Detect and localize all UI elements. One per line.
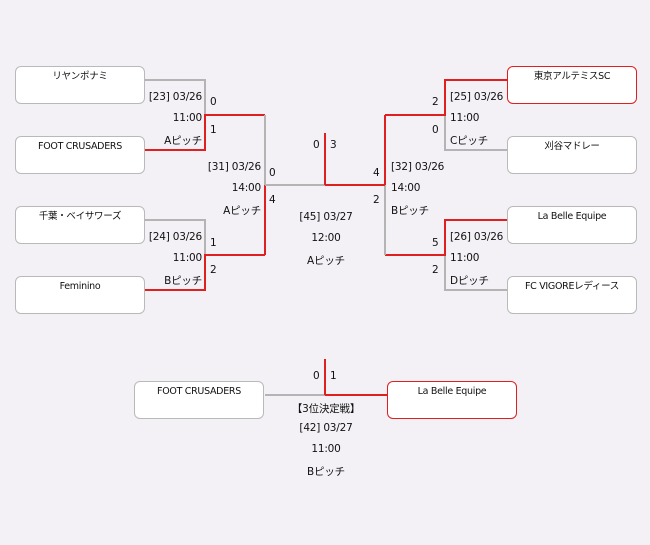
score: 2 xyxy=(432,96,439,108)
score: 2 xyxy=(432,264,439,276)
match-time: 11:00 xyxy=(311,443,341,455)
match-time: 11:00 xyxy=(450,112,480,124)
match-id: [42] 03/27 xyxy=(299,422,353,434)
match-time: 14:00 xyxy=(231,182,261,194)
team-box-third-left: FOOT CRUSADERS xyxy=(134,381,264,419)
match-pitch: Bピッチ xyxy=(164,275,202,287)
team-name: 東京アルテミスSC xyxy=(533,71,611,82)
match-time: 11:00 xyxy=(172,112,202,124)
team-box-tokyo-artemis: 東京アルテミスSC xyxy=(507,66,637,104)
match-pitch: Bピッチ xyxy=(307,466,345,478)
score: 0 xyxy=(269,167,276,179)
score: 0 xyxy=(210,96,217,108)
match-pitch: Dピッチ xyxy=(450,275,489,287)
team-box-third-right: La Belle Equipe xyxy=(387,381,517,419)
connector-line-lose xyxy=(444,115,507,151)
score: 1 xyxy=(210,124,217,136)
connector-line-win xyxy=(145,254,265,291)
match-pitch: Bピッチ xyxy=(391,205,429,217)
team-name: リヤンポナミ xyxy=(52,71,108,82)
team-box-chiba-bay: 千葉・ベイサワーズ xyxy=(15,206,145,244)
connector-line-win xyxy=(385,79,507,116)
match-pitch: Cピッチ xyxy=(450,135,489,147)
match-time: 12:00 xyxy=(311,232,341,244)
team-name: La Belle Equipe xyxy=(417,386,487,397)
team-name: 千葉・ベイサワーズ xyxy=(38,211,122,222)
match-id: [26] 03/26 xyxy=(450,231,504,243)
team-name: La Belle Equipe xyxy=(537,211,607,222)
team-name: Feminino xyxy=(59,281,101,292)
match-pitch: Aピッチ xyxy=(307,255,345,267)
score: 3 xyxy=(330,139,337,151)
score: 0 xyxy=(432,124,439,136)
score: 0 xyxy=(313,370,320,382)
connector-line-lose xyxy=(145,219,206,255)
score: 0 xyxy=(313,139,320,151)
connector-line-win xyxy=(145,114,265,151)
match-id: [24] 03/26 xyxy=(148,231,202,243)
match-id: [25] 03/26 xyxy=(450,91,504,103)
match-id: [45] 03/27 xyxy=(299,211,353,223)
score: 1 xyxy=(330,370,337,382)
connector-line-lose xyxy=(145,79,206,115)
third-place-title: 【3位決定戦】 xyxy=(291,403,361,415)
team-name: FOOT CRUSADERS xyxy=(38,141,122,152)
match-time: 14:00 xyxy=(391,182,421,194)
team-box-la-belle-equipe: La Belle Equipe xyxy=(507,206,637,244)
connector-line-win xyxy=(385,219,507,256)
team-name: FOOT CRUSADERS xyxy=(157,386,241,397)
team-box-feminino: Feminino xyxy=(15,276,145,314)
team-box-kariya-madre: 刈谷マドレー xyxy=(507,136,637,174)
match-time: 11:00 xyxy=(172,252,202,264)
match-pitch: Aピッチ xyxy=(223,205,261,217)
match-id: [32] 03/26 xyxy=(391,161,445,173)
match-id: [23] 03/26 xyxy=(148,91,202,103)
match-id: [31] 03/26 xyxy=(207,161,261,173)
team-box-fc-vigore: FC VIGOREレディース xyxy=(507,276,637,314)
score: 2 xyxy=(210,264,217,276)
match-pitch: Aピッチ xyxy=(164,135,202,147)
team-name: FC VIGOREレディース xyxy=(524,281,620,292)
team-name: 刈谷マドレー xyxy=(544,141,600,152)
score: 1 xyxy=(210,237,217,249)
score: 5 xyxy=(432,237,439,249)
score: 2 xyxy=(373,194,380,206)
score: 4 xyxy=(373,167,380,179)
connector-line-lose xyxy=(444,255,507,291)
team-box-foot-crusaders: FOOT CRUSADERS xyxy=(15,136,145,174)
team-box-riyan-ponami: リヤンポナミ xyxy=(15,66,145,104)
match-time: 11:00 xyxy=(450,252,480,264)
score: 4 xyxy=(269,194,276,206)
